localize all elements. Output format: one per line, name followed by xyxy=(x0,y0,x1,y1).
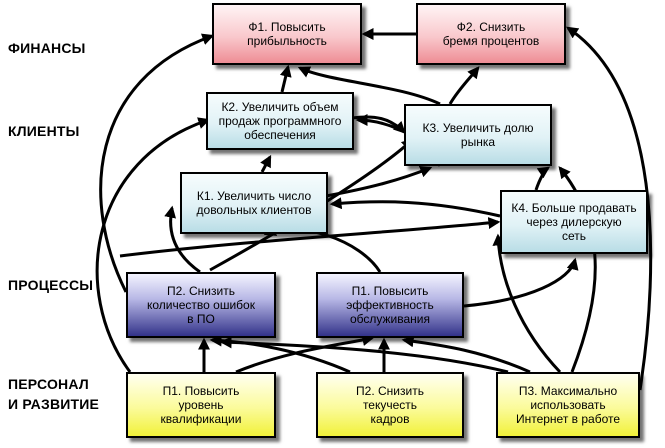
box-p2[interactable]: П2. Снизить количество ошибок в ПО xyxy=(126,272,276,338)
arrow-s1-p1 xyxy=(235,334,375,374)
arrow-k4-k1 xyxy=(329,197,501,218)
arrow-p2-k1 xyxy=(164,205,201,274)
arrow-k2-f1 xyxy=(279,64,292,93)
arrow-k1-k2 xyxy=(260,154,272,173)
box-f1[interactable]: Ф1. Повысить прибыльность xyxy=(212,3,362,65)
lane-label-staff-line1: ПЕРСОНАЛ xyxy=(8,376,89,392)
arrow-s1-k2 xyxy=(95,117,211,373)
arrow-k3-f1 xyxy=(297,66,441,106)
box-s2[interactable]: П2. Снизить текучесть кадров xyxy=(316,372,464,438)
lane-label-processes: ПРОЦЕССЫ xyxy=(8,277,94,293)
lane-label-clients: КЛИЕНТЫ xyxy=(8,123,80,139)
arrow-p2-f1 xyxy=(99,33,215,293)
box-s1[interactable]: П1. Повысить уровень квалификации xyxy=(126,372,276,438)
box-s3[interactable]: П3. Максимально использовать Интернет в … xyxy=(496,372,640,438)
box-k1[interactable]: К1. Увеличить число довольных клиентов xyxy=(180,172,328,234)
box-f2[interactable]: Ф2. Снизить бремя процентов xyxy=(416,3,566,65)
box-p1[interactable]: П1. Повысить эффективность обслуживания xyxy=(316,272,464,338)
box-k2[interactable]: К2. Увеличить объем продаж программного … xyxy=(206,92,354,150)
arrow-s3-k4 xyxy=(492,233,562,374)
arrow-s3-p2 xyxy=(219,336,509,374)
lane-label-staff-line2: И РАЗВИТИЕ xyxy=(8,396,100,412)
arrow-p1-k4 xyxy=(463,257,579,308)
arrow-s3-p1 xyxy=(401,335,531,374)
arrow-k4-k3 xyxy=(534,166,550,191)
box-k4[interactable]: К4. Больше продавать через дилерскую сет… xyxy=(500,190,648,254)
lane-label-finance: ФИНАНСЫ xyxy=(8,40,86,56)
box-k3[interactable]: К3. Увеличить долю рынка xyxy=(404,104,552,166)
arrow-p2-k4 xyxy=(119,217,501,258)
arrow-k3-f2 xyxy=(448,66,480,105)
arrow-p2-k3 xyxy=(209,138,414,272)
arrow-s3-f2 xyxy=(566,26,653,391)
